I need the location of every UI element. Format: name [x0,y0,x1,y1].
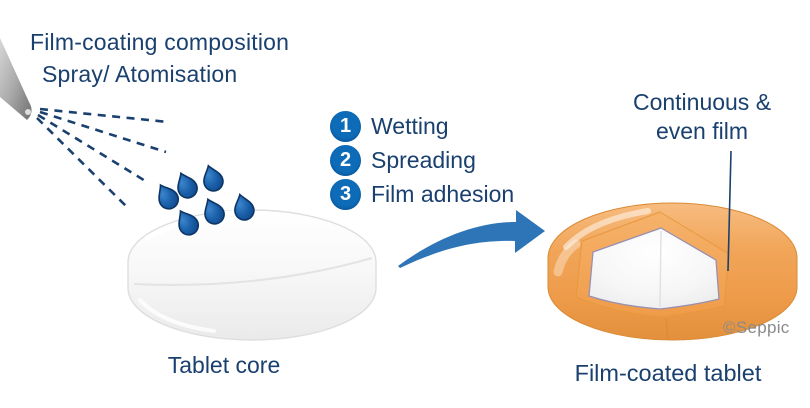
film-coated-tablet-caption: Film-coated tablet [574,360,762,386]
step-row-wetting: 1 Wetting [330,111,514,142]
process-steps-list: 1 Wetting 2 Spreading 3 Film adhesion [330,111,514,210]
step-number-badge: 1 [330,111,361,142]
continuous-film-annotation: Continuous & even film [598,88,806,146]
step-label: Spreading [371,147,476,173]
film-coating-composition-label: Film-coating composition [30,29,290,55]
step-number-badge: 2 [330,145,361,176]
step-label: Wetting [371,113,449,139]
step-row-film-adhesion: 3 Film adhesion [330,179,514,210]
tablet-core-caption: Tablet core [167,352,281,378]
spray-atomisation-label: Spray/ Atomisation [42,61,238,87]
copyright-watermark: ©Seppic [723,318,790,337]
step-label: Film adhesion [371,181,515,207]
film-pointer-line [727,150,732,272]
step-row-spreading: 2 Spreading [330,145,514,176]
process-arrow-icon [398,210,545,268]
film-coated-tablet-illustration [547,202,798,341]
step-number-badge: 3 [330,179,361,210]
spray-lines-icon [36,107,169,208]
annotation-line1: Continuous & [632,89,772,115]
tablet-core-illustration [127,208,377,341]
spray-nozzle-icon [0,38,32,120]
annotation-line2: even film [655,118,749,144]
